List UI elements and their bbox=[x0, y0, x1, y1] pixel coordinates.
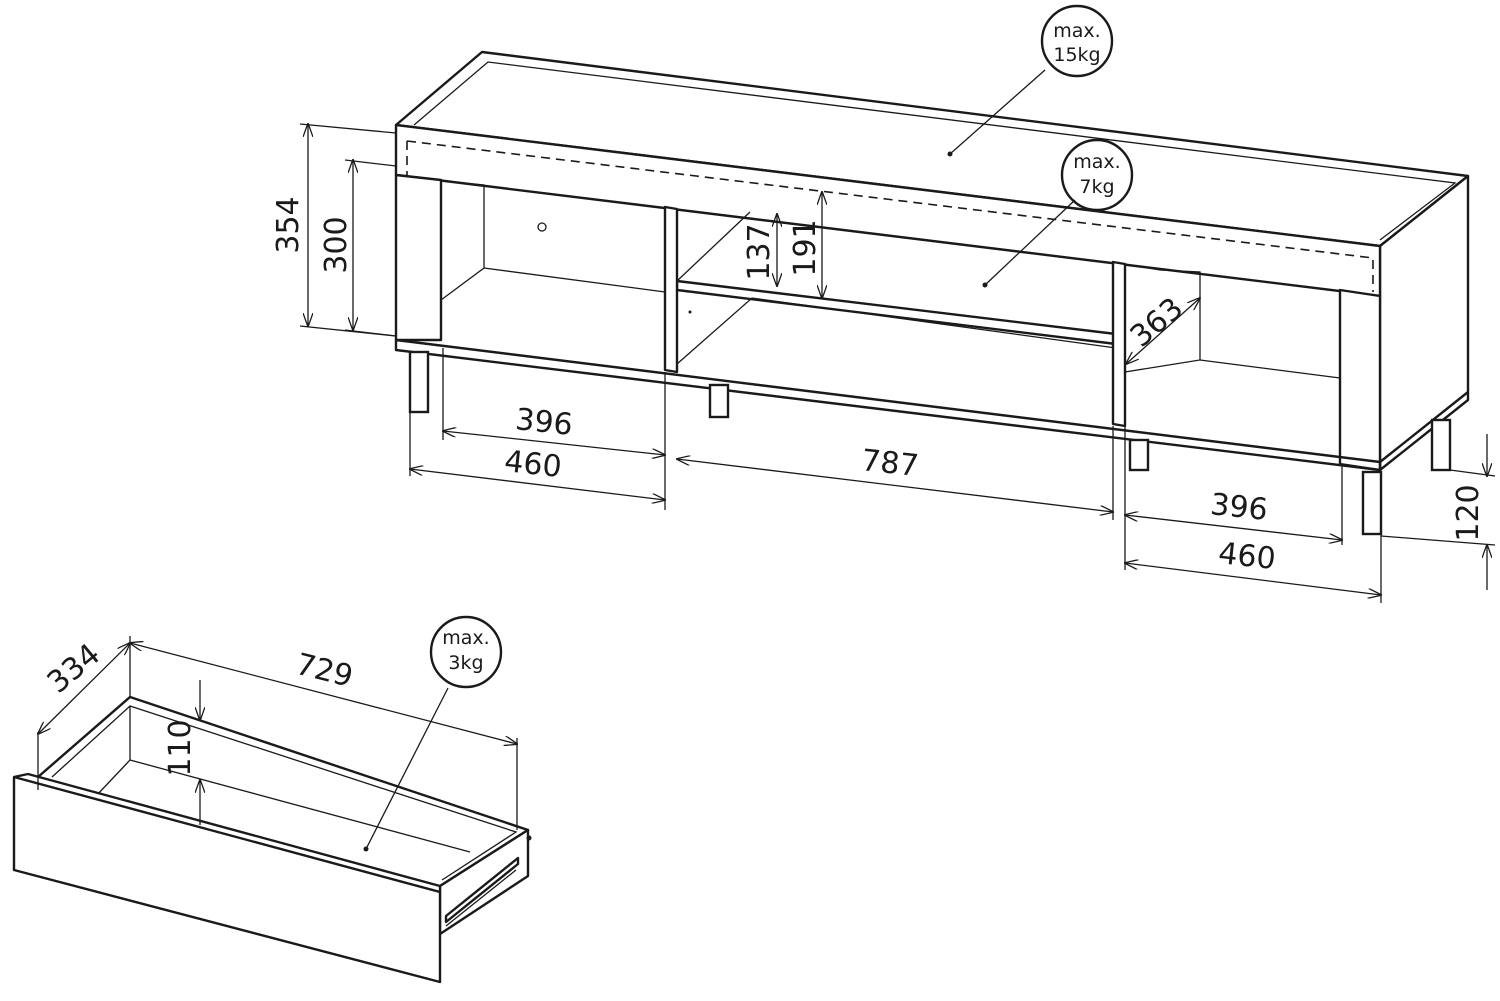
compartment-right-floor bbox=[1199, 359, 1341, 379]
shelf-clearance-upper-label: 191 bbox=[788, 219, 823, 276]
top-load-point bbox=[947, 151, 953, 157]
cabinet-bottom-board bbox=[394, 338, 1382, 472]
shelf-clearance-lower-label: 137 bbox=[742, 223, 777, 280]
drawer-inner-floor-edge bbox=[129, 759, 471, 853]
drawer-height-label: 110 bbox=[163, 719, 198, 776]
leg-back-right bbox=[1128, 438, 1150, 472]
shelf-pin-hole bbox=[688, 310, 692, 314]
drawer-front-top bbox=[13, 775, 441, 894]
shelf-load-point bbox=[982, 282, 988, 288]
cam-lock-hole bbox=[537, 222, 547, 232]
drawer-front-panel bbox=[12, 772, 442, 984]
shelf-load-line2: 7kg bbox=[1079, 176, 1114, 198]
drawer-back-inner bbox=[51, 705, 518, 881]
dimension-line-460-right bbox=[1125, 563, 1381, 595]
leg-right-rear bbox=[1430, 418, 1452, 472]
shelf-load-callout bbox=[1060, 138, 1134, 212]
dimension-line-363 bbox=[1126, 298, 1200, 364]
top-load-line1: max. bbox=[1053, 20, 1100, 42]
extension-line-354-top bbox=[299, 123, 397, 134]
dimension-line-787 bbox=[677, 459, 1113, 512]
cabinet-hidden-drawer-outline bbox=[406, 140, 1374, 292]
cabinet-right-panel bbox=[1338, 288, 1382, 472]
extension-line-300-bottom bbox=[344, 329, 397, 337]
drawer-load-leader bbox=[365, 687, 449, 850]
middle-width-label: 787 bbox=[860, 443, 921, 484]
left-inner-width-label: 396 bbox=[514, 402, 575, 443]
right-outer-width-label: 460 bbox=[1217, 536, 1278, 577]
drawer bbox=[12, 695, 532, 984]
dimension-line-334 bbox=[38, 643, 130, 734]
dimension-line-460-left bbox=[410, 469, 665, 500]
divider-left bbox=[663, 205, 679, 374]
leg-front-right bbox=[1361, 470, 1383, 536]
drawer-load-point bbox=[363, 846, 369, 852]
extension-line-120-bottom bbox=[1380, 535, 1496, 546]
cabinet-dimensions: 354 300 137 191 363 396 460 787 396 bbox=[271, 4, 1496, 603]
drawer-side-panel bbox=[438, 828, 530, 936]
top-load-line2: 15kg bbox=[1053, 44, 1100, 66]
drawer-load-callout bbox=[429, 615, 503, 689]
leg-front-left bbox=[408, 350, 430, 414]
cabinet-front-fascia bbox=[394, 123, 1382, 298]
drawer-load-line2: 3kg bbox=[448, 652, 483, 674]
drawer-runner-rail bbox=[445, 869, 517, 927]
height-total-label: 354 bbox=[271, 196, 306, 253]
extension-line-120-top bbox=[1449, 469, 1496, 477]
leg-height-label: 120 bbox=[1451, 484, 1486, 541]
top-load-callout bbox=[1040, 4, 1114, 78]
cabinet-top-inner-edge bbox=[413, 61, 1457, 241]
middle-shelf-underside bbox=[676, 297, 1117, 365]
drawer-inner-floor bbox=[95, 706, 131, 797]
middle-shelf bbox=[675, 279, 1118, 346]
dimension-line-396-left bbox=[443, 431, 665, 455]
compartment-left-floor bbox=[483, 267, 666, 293]
compartment-left-back bbox=[440, 180, 485, 301]
shelf-load-leader bbox=[984, 199, 1076, 286]
cabinet-left-panel bbox=[394, 173, 443, 342]
dimension-line-396-right bbox=[1125, 515, 1342, 540]
shelf-load-line1: max. bbox=[1073, 151, 1120, 173]
leg-back-left bbox=[708, 383, 730, 419]
middle-shelf-back bbox=[676, 211, 751, 282]
drawer-runner bbox=[444, 856, 520, 924]
drawer-load-line1: max. bbox=[442, 627, 489, 649]
depth-inner-label: 363 bbox=[1124, 291, 1190, 355]
tv-cabinet bbox=[394, 50, 1470, 536]
cabinet-bottom-right bbox=[1379, 391, 1469, 463]
drawer-fixing-hole bbox=[526, 835, 532, 841]
drawer-depth-label: 334 bbox=[41, 637, 107, 701]
left-outer-width-label: 460 bbox=[503, 444, 564, 485]
right-inner-width-label: 396 bbox=[1209, 487, 1270, 528]
dimension-line-729 bbox=[130, 643, 517, 744]
divider-right bbox=[1111, 260, 1127, 428]
top-load-leader bbox=[949, 69, 1046, 155]
height-body-label: 300 bbox=[319, 216, 354, 273]
